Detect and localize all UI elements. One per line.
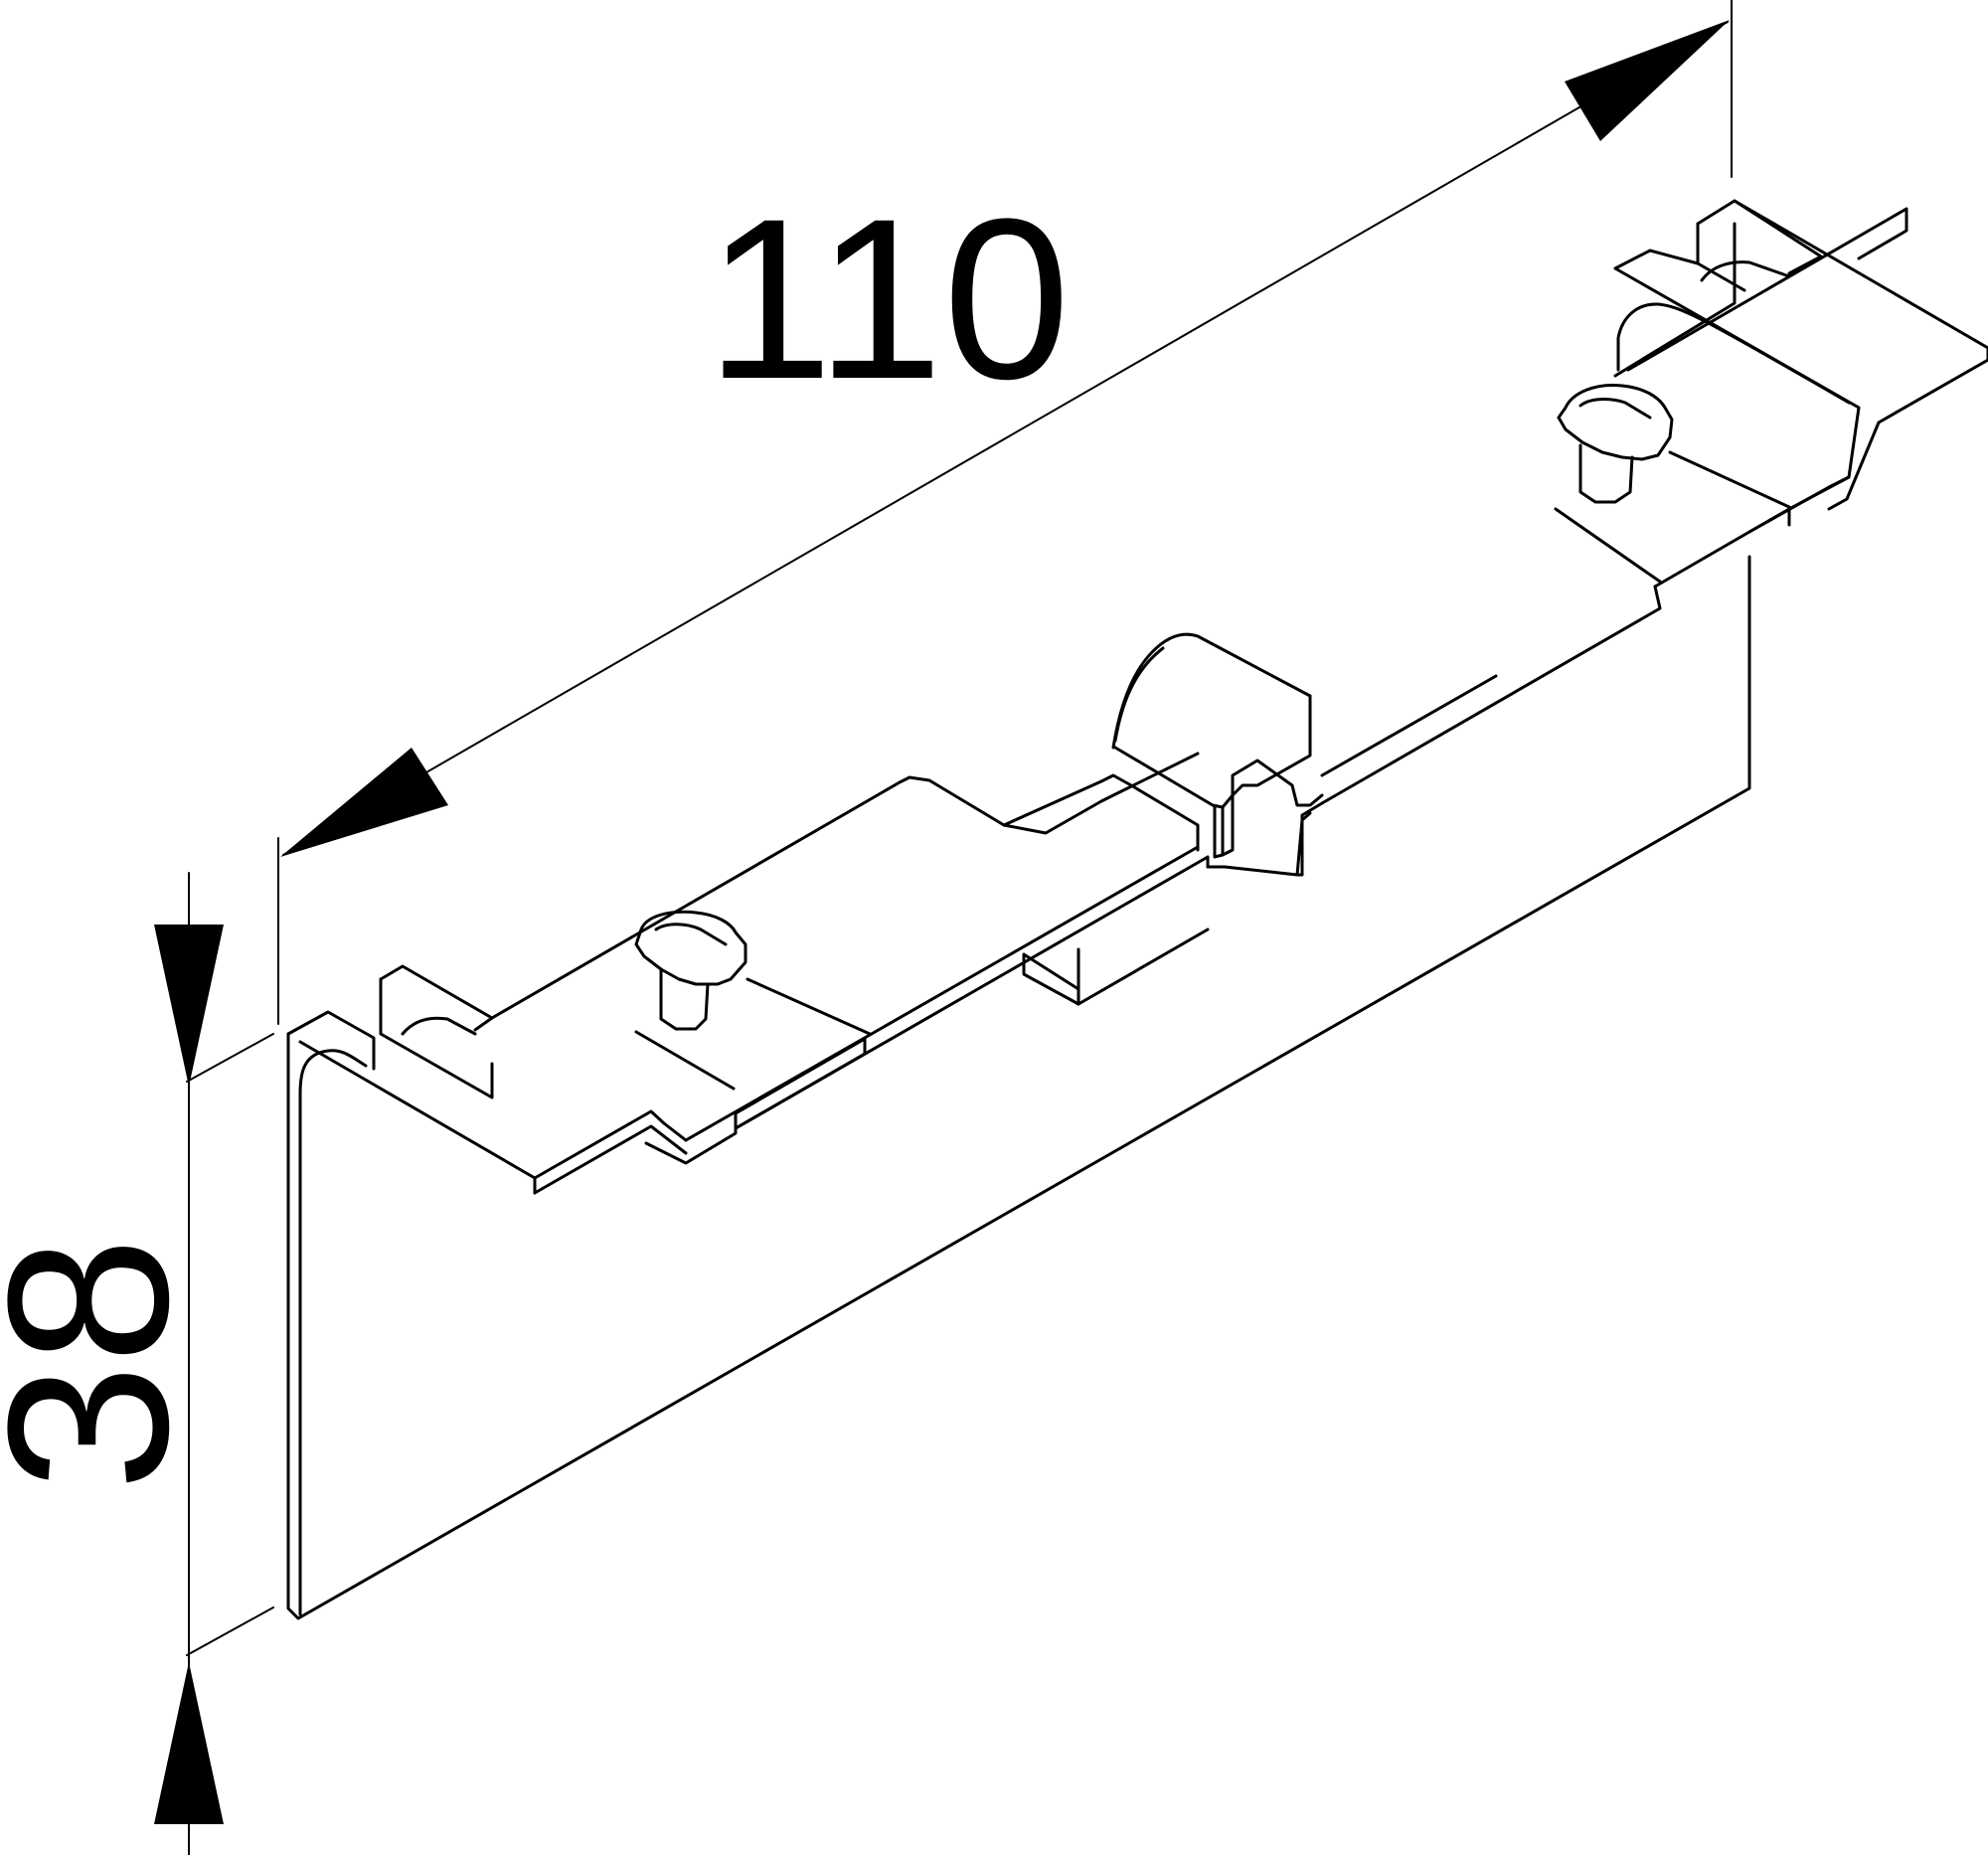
length-arrow-right [1565, 20, 1730, 141]
center-lower-block [1022, 952, 1080, 1006]
left-flange-front [298, 1040, 537, 1195]
center-wall-right [1221, 759, 1324, 857]
height-extension-line-bottom [186, 1606, 274, 1656]
left-step [533, 1109, 688, 1180]
right-screw-slot [1578, 398, 1652, 420]
top-surface-right-back [1320, 674, 1498, 777]
top-surface-left-under [734, 1037, 867, 1130]
center-curve-inner [1113, 646, 1165, 743]
right-flange-lower [1787, 475, 1851, 527]
back-plate-bend-left [298, 1049, 368, 1096]
right-screw [1554, 383, 1791, 584]
right-screw-head [1557, 383, 1674, 461]
left-step-lower [533, 1124, 688, 1195]
left-screw-slot [654, 923, 728, 946]
right-flange-outer [1733, 199, 1988, 511]
left-tab-slot [401, 1016, 477, 1036]
left-screw [634, 910, 872, 1091]
left-step-notch [644, 1111, 738, 1165]
height-arrow-top [154, 925, 224, 1087]
center-lower-block-edge [1077, 928, 1210, 1006]
right-flange-tab [1696, 199, 1823, 275]
length-label: 110 [706, 171, 1071, 426]
left-flange-top [286, 1010, 376, 1071]
right-flange-edge [1696, 222, 1746, 292]
center-wall [1213, 805, 1225, 859]
left-screw-shadow [746, 977, 872, 1036]
left-flange-edge [379, 977, 494, 1099]
center-upper-plane [1113, 694, 1312, 809]
height-label: 38 [0, 1237, 216, 1491]
right-screw-plate [1554, 507, 1662, 584]
right-tab-slot [1700, 260, 1791, 282]
left-screw-head [634, 910, 747, 986]
height-dimension: 38 [0, 872, 274, 1855]
length-dimension: 110 [277, 0, 1733, 1025]
left-flange-tab [379, 964, 494, 1032]
height-extension-line-top [186, 1033, 274, 1083]
right-screw-shadow [1668, 450, 1791, 509]
top-surface-left-mid [734, 855, 1210, 1130]
center-step-right [1295, 801, 1324, 877]
bracket [286, 199, 1988, 1620]
center-hump-left [1002, 773, 1200, 852]
left-screw-body [659, 967, 710, 1031]
back-plate-outline [286, 555, 1751, 1620]
right-flange-top [1626, 207, 1908, 372]
top-surface-right-front [1320, 585, 1662, 805]
right-flange-bend [1616, 302, 1851, 405]
length-dimension-line [282, 21, 1729, 856]
center-curve [1111, 632, 1312, 750]
top-surface-left-back [490, 752, 1200, 1020]
right-flange-back [1613, 222, 1737, 378]
height-arrow-bottom [154, 1662, 224, 1824]
length-arrow-left [280, 748, 448, 857]
right-screw-body [1578, 443, 1634, 504]
top-surface-left-front [684, 833, 1200, 1142]
left-screw-plate [634, 1030, 736, 1091]
right-flange-side [1613, 249, 1700, 270]
